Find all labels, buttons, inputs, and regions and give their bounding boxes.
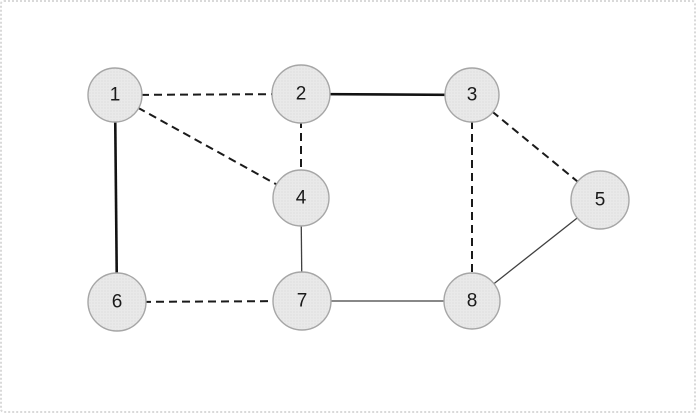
- node-2: 2: [271, 64, 331, 124]
- node-circle-8: [443, 272, 501, 330]
- node-1: 1: [87, 67, 143, 123]
- node-8: 8: [443, 272, 501, 330]
- node-label-4: 4: [296, 188, 307, 209]
- node-label-7: 7: [297, 291, 308, 312]
- edge-layer: [113, 92, 601, 303]
- node-4: 4: [272, 169, 330, 227]
- node-circle-7: [272, 271, 332, 331]
- node-circle-3: [444, 67, 500, 123]
- node-label-8: 8: [467, 291, 478, 312]
- node-layer: 1 2 3 4 5 6 7 8: [87, 64, 630, 332]
- node-circle-6: [87, 272, 147, 332]
- node-label-5: 5: [595, 190, 606, 211]
- edge-1-4: [114, 94, 302, 199]
- node-5: 5: [570, 170, 630, 230]
- node-circle-2: [271, 64, 331, 124]
- node-7: 7: [272, 271, 332, 331]
- graph-diagram: 1 2 3 4 5 6 7 8: [87, 64, 630, 332]
- node-label-1: 1: [110, 85, 121, 106]
- edge-1-2: [114, 93, 302, 96]
- node-label-6: 6: [112, 292, 123, 313]
- node-3: 3: [444, 67, 500, 123]
- edge-1-6: [113, 94, 119, 303]
- node-circle-1: [87, 67, 143, 123]
- node-6: 6: [87, 272, 147, 332]
- edge-6-7: [116, 300, 303, 303]
- node-label-3: 3: [467, 85, 478, 106]
- node-circle-4: [272, 169, 330, 227]
- node-circle-5: [570, 170, 630, 230]
- node-label-2: 2: [296, 84, 307, 105]
